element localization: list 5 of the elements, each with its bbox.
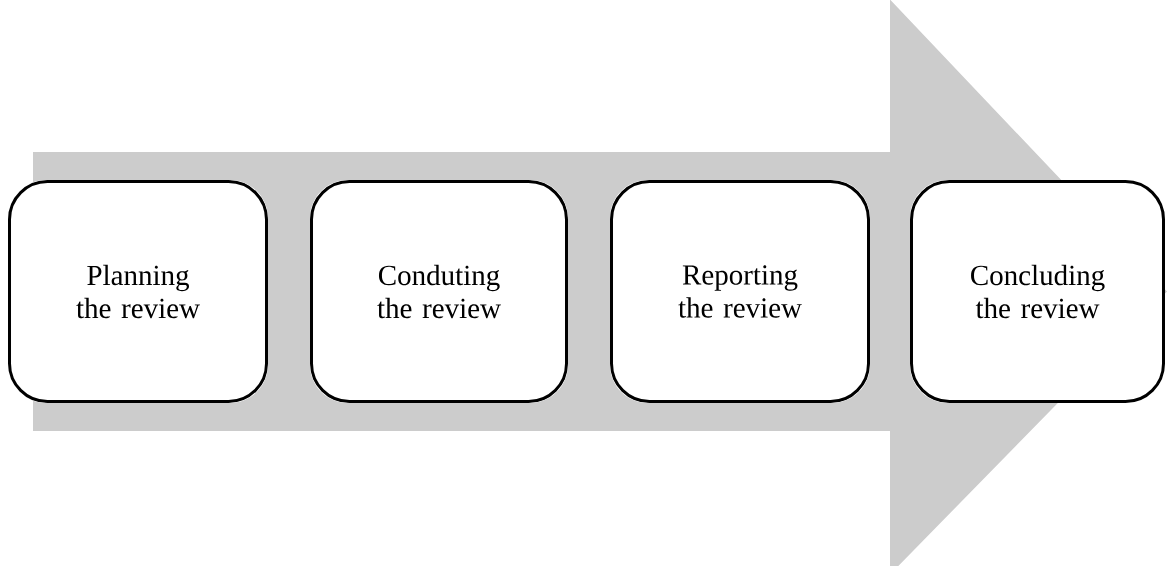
block-arrow <box>33 0 1167 566</box>
process-box: Concluding the review <box>910 180 1165 403</box>
process-box: Conduting the review <box>310 180 568 403</box>
process-box: Planning the review <box>8 180 268 403</box>
process-box: Reporting the review <box>610 180 870 403</box>
